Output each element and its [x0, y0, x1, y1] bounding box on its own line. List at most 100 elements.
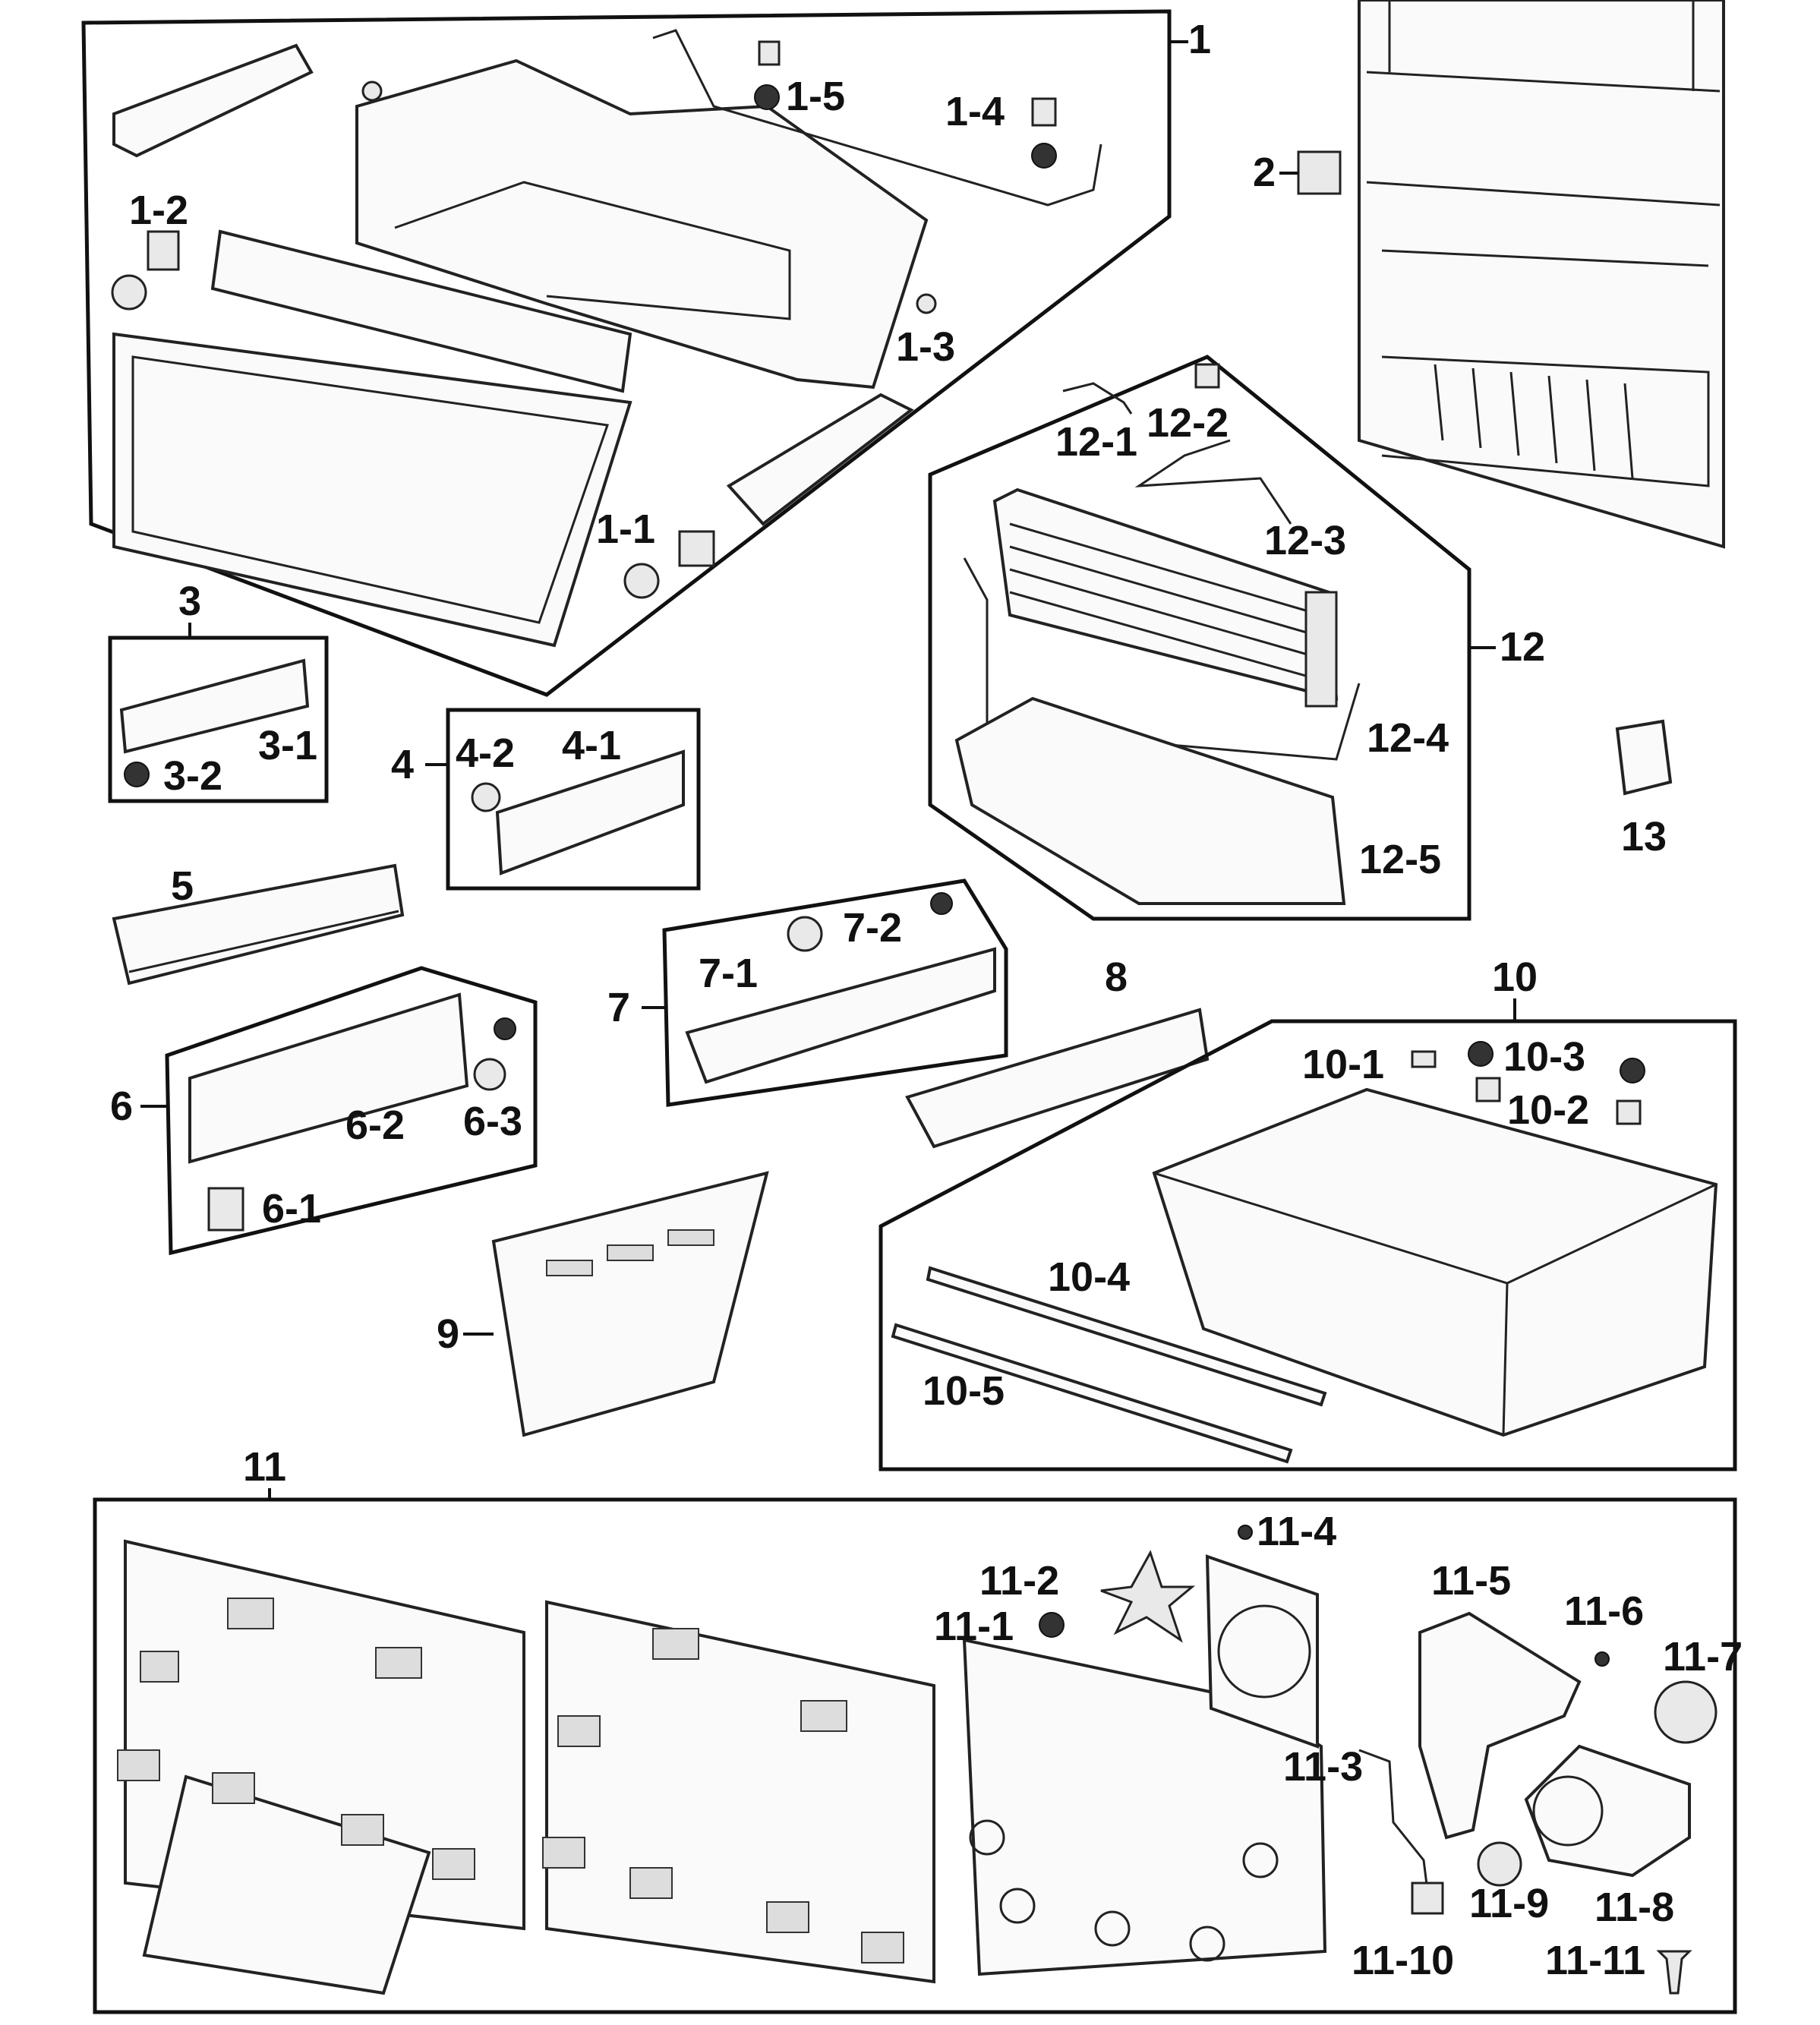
label-11-6: 11-6 — [1564, 1588, 1644, 1634]
drawer-screw — [361, 80, 383, 102]
part-10-roller-right — [1620, 1058, 1645, 1083]
cabinet-shelf-upper — [1366, 0, 1721, 93]
label-6-3: 6-3 — [463, 1099, 522, 1144]
part-1-3-screw — [916, 293, 937, 314]
fan-housing-ring — [1217, 1604, 1311, 1699]
label-11-2: 11-2 — [979, 1558, 1059, 1604]
group-3-frame — [108, 636, 329, 803]
part-11-10-connector — [1411, 1881, 1444, 1915]
label-6-1: 6-1 — [262, 1186, 321, 1232]
panel-left-vent — [341, 1814, 384, 1846]
part-5-rail — [112, 863, 405, 986]
group-11-frame — [93, 1497, 1737, 2014]
part-11-4-screw — [1238, 1525, 1253, 1540]
part-11-5-motor-cover — [1418, 1611, 1582, 1840]
label-12-3: 12-3 — [1264, 518, 1346, 563]
label-12-5: 12-5 — [1359, 837, 1441, 882]
group-6: 6 6-2 6-3 6-1 — [110, 966, 538, 1256]
panel-left-vent — [375, 1647, 422, 1679]
part-10-2-clip-right — [1616, 1099, 1642, 1125]
label-4: 4 — [391, 742, 414, 787]
part-11-shroud — [962, 1638, 1327, 1976]
part-11-panel-middle — [545, 1600, 935, 1984]
label-10-3: 10-3 — [1503, 1034, 1585, 1080]
part-1-1-clip — [678, 530, 715, 567]
panel-middle-vent — [861, 1932, 904, 1963]
group-10: 10 10-1 10-3 10-2 10-4 10-5 — [878, 954, 1737, 1471]
shroud-hole — [1242, 1842, 1279, 1878]
part-10-1-clip — [1411, 1050, 1437, 1068]
part-11-10-harness — [1358, 1749, 1429, 1891]
panel-middle-vent — [629, 1867, 673, 1899]
part-11-7-grommet — [1654, 1680, 1717, 1744]
part-8: 8 — [905, 954, 1210, 1149]
label-10-4: 10-4 — [1048, 1254, 1130, 1300]
label-4-1: 4-1 — [562, 723, 621, 768]
part-11-9-mount — [1477, 1841, 1522, 1887]
label-3-1: 3-1 — [258, 723, 317, 768]
label-12-1: 12-1 — [1055, 419, 1137, 465]
label-7-2: 7-2 — [843, 905, 902, 951]
cabinet-shelf-lower — [1381, 355, 1710, 487]
label-7: 7 — [607, 985, 630, 1030]
part-6-1-cover — [207, 1187, 244, 1232]
part-3-1-rail — [119, 658, 310, 754]
part-8-rail — [905, 1008, 1210, 1149]
part-11-1-bushing — [1039, 1612, 1065, 1638]
label-1-4: 1-4 — [945, 89, 1005, 134]
group-6-frame — [165, 966, 538, 1256]
part-11-11-screw — [1656, 1950, 1692, 1995]
part-9-slot — [607, 1244, 654, 1261]
label-12-4: 12-4 — [1367, 715, 1449, 761]
panel-left-vent — [212, 1772, 255, 1804]
label-11-8: 11-8 — [1594, 1885, 1674, 1930]
drawer-front-panel — [112, 332, 632, 648]
label-8: 8 — [1105, 954, 1128, 1000]
part-9-slot — [667, 1229, 714, 1246]
panel-middle-vent — [766, 1901, 809, 1933]
part-3-2-roller — [124, 762, 150, 787]
panel-left-vent — [140, 1651, 179, 1683]
part-7-1-rail — [685, 947, 996, 1084]
label-1-5: 1-5 — [786, 74, 845, 119]
part-11-2-fan-blade — [1100, 1550, 1196, 1643]
group-7: 7 7-1 7-2 — [607, 878, 1008, 1107]
part-1-1-wheel — [623, 563, 660, 599]
part-9-slot — [546, 1260, 593, 1276]
drawer-front-frame — [210, 229, 632, 393]
group-4-frame — [446, 708, 701, 891]
part-12-2-sensor — [1194, 363, 1220, 389]
part-12-5-drain-tray — [954, 696, 1346, 905]
part-1-2-wheel — [111, 274, 147, 311]
label-3: 3 — [178, 579, 201, 624]
part-5-teeth — [128, 910, 399, 973]
part-6-3-gear — [473, 1058, 506, 1091]
group-7-frame — [662, 878, 1008, 1107]
label-11-4: 11-4 — [1257, 1509, 1336, 1554]
panel-middle-vent — [542, 1837, 585, 1869]
label-11-10: 11-10 — [1352, 1938, 1454, 1983]
part-11-3-fan-housing — [1205, 1554, 1319, 1749]
part-9-drawer-front — [491, 1171, 769, 1437]
fan-motor-face — [1532, 1775, 1604, 1847]
part-10-basket-rim — [1153, 1172, 1717, 1436]
group-3: 3 3-1 3-2 — [108, 579, 329, 803]
label-12-2: 12-2 — [1147, 400, 1229, 446]
part-1-5-clip — [758, 40, 781, 66]
label-11-7: 11-7 — [1663, 1634, 1743, 1680]
part-10-3-roller — [1468, 1041, 1494, 1067]
cabinet-frame — [1358, 0, 1725, 549]
part-13: 13 — [1615, 719, 1673, 860]
group-1-frame — [81, 9, 1172, 697]
evaporator-end-plate — [1304, 591, 1338, 708]
label-11-5: 11-5 — [1431, 1558, 1511, 1604]
group-12-frame — [928, 355, 1471, 921]
part-6-2-rail — [188, 992, 469, 1164]
label-13: 13 — [1621, 814, 1667, 860]
part-4-2-wheel — [471, 782, 501, 812]
part-9: 9 — [437, 1171, 769, 1437]
part-2-switch — [1297, 150, 1342, 195]
part-1-5-roller — [754, 84, 780, 110]
part-1-2-clip — [147, 230, 180, 271]
